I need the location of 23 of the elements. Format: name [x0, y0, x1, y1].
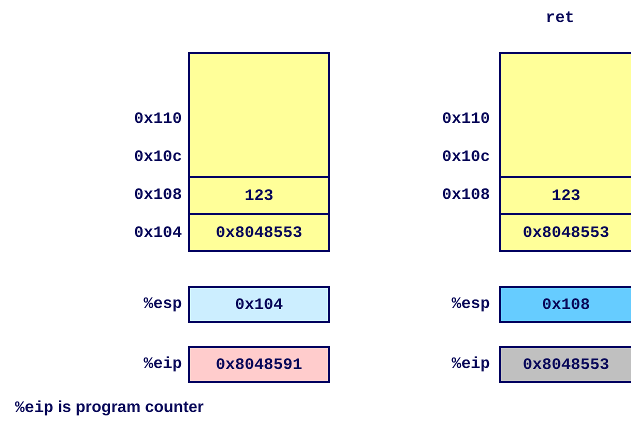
register-name: %eip [144, 354, 182, 374]
address-label: 0x10c [134, 147, 182, 167]
address-label: 0x108 [442, 185, 490, 205]
memory-cell [188, 52, 330, 178]
register-name: %esp [144, 294, 182, 314]
address-label: 0x110 [134, 109, 182, 129]
register-box: 0x104 [188, 286, 330, 323]
memory-cell: 123 [188, 176, 330, 215]
instruction-label: ret [546, 8, 574, 28]
register-box: 0x8048553 [499, 346, 631, 383]
address-label: 0x10c [442, 147, 490, 167]
address-label: 0x104 [134, 223, 182, 243]
memory-cell [499, 52, 631, 178]
memory-cell: 123 [499, 176, 631, 215]
memory-cell: 0x8048553 [499, 213, 631, 252]
register-box: 0x8048591 [188, 346, 330, 383]
register-name: %eip [452, 354, 490, 374]
address-label: 0x110 [442, 109, 490, 129]
register-name: %esp [452, 294, 490, 314]
address-label: 0x108 [134, 185, 182, 205]
memory-cell: 0x8048553 [188, 213, 330, 252]
register-box: 0x108 [499, 286, 631, 323]
caption-text: %eip is program counter [15, 398, 204, 418]
